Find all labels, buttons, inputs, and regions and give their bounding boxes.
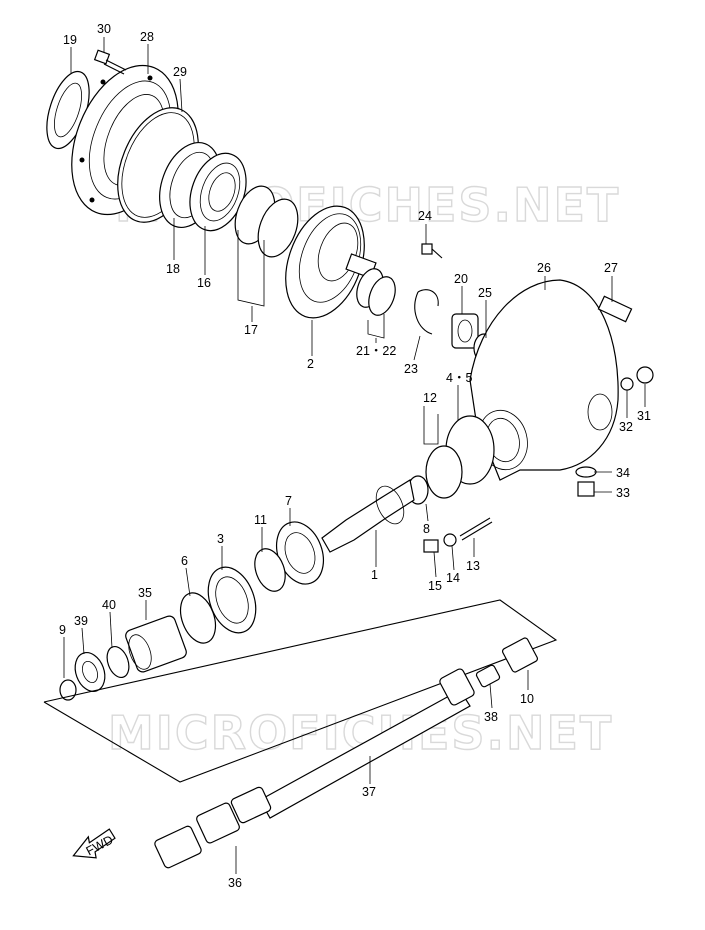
part-36-universal-joint [154, 786, 272, 869]
callout-17: 17 [244, 323, 258, 337]
callout-33: 33 [616, 486, 630, 500]
callout-3: 3 [217, 532, 224, 546]
part-39-seal [74, 652, 106, 692]
callout-34: 34 [616, 466, 630, 480]
callout-28: 28 [140, 30, 154, 44]
callout-27: 27 [604, 261, 618, 275]
fwd-arrow-icon: FWD [72, 828, 116, 859]
part-31-plug [636, 366, 654, 384]
callout-14: 14 [446, 571, 460, 585]
part-23-retainer [414, 289, 439, 335]
callout-10: 10 [520, 692, 534, 706]
callout-24: 24 [418, 209, 432, 223]
callout-37: 37 [362, 785, 376, 799]
callout-38: 38 [484, 710, 498, 724]
part-1-drive-pinion [321, 479, 415, 553]
part-30-bolt [93, 49, 127, 75]
callout-9: 9 [59, 623, 66, 637]
callout-18: 18 [166, 262, 180, 276]
part-35-coupling [125, 615, 187, 673]
part-40-circlip [106, 645, 130, 679]
callout-1: 1 [371, 568, 378, 582]
part-21-22-shim [356, 268, 396, 316]
part-34-washer [575, 466, 597, 478]
callout-20: 20 [454, 272, 468, 286]
callout-25: 25 [478, 286, 492, 300]
callout-4-5: 4・5 [446, 371, 472, 385]
part-14-washer [443, 533, 457, 547]
part-27-breather [597, 295, 633, 323]
callout-7: 7 [285, 494, 292, 508]
part-13-stud [459, 517, 493, 541]
part-33-drain-plug [577, 481, 595, 497]
part-11-spacer [254, 548, 286, 592]
callout-30: 30 [97, 22, 111, 36]
part-3-bearing-housing [207, 566, 257, 634]
callout-labels: 19 30 28 29 18 16 17 24 2 21・22 20 25 23… [59, 22, 651, 890]
part-10-coupling-nut [501, 637, 539, 673]
part-6-o-ring [179, 592, 217, 644]
part-16-bearing [189, 152, 247, 232]
part-38-spring [475, 664, 501, 688]
callout-40: 40 [102, 598, 116, 612]
part-17-circlip-pair [234, 185, 299, 258]
callout-11: 11 [254, 513, 267, 527]
callout-36: 36 [228, 876, 242, 890]
leader-lines [63, 37, 646, 874]
callout-26: 26 [537, 261, 551, 275]
callout-29: 29 [173, 65, 187, 79]
part-24-bolt [421, 243, 443, 259]
callout-16: 16 [197, 276, 211, 290]
callout-12: 12 [423, 391, 437, 405]
callout-2: 2 [307, 357, 314, 371]
callout-8: 8 [423, 522, 430, 536]
callout-13: 13 [466, 559, 480, 573]
callout-32: 32 [619, 420, 633, 434]
part-4-5-shim [425, 445, 463, 499]
callout-35: 35 [138, 586, 152, 600]
callout-6: 6 [181, 554, 188, 568]
propeller-shaft-panel [43, 599, 558, 783]
part-32-gasket [620, 377, 634, 391]
callout-23: 23 [404, 362, 418, 376]
part-9-washer [59, 679, 77, 701]
callout-19: 19 [63, 33, 77, 47]
callout-31: 31 [637, 409, 651, 423]
part-15-nut [423, 539, 439, 553]
part-2-ring-gear [285, 205, 377, 319]
callout-39: 39 [74, 614, 88, 628]
callout-15: 15 [428, 579, 442, 593]
part-26-gear-case [469, 279, 619, 481]
part-20-bearing [451, 313, 479, 349]
part-7-bearing [276, 521, 324, 585]
callout-21-22: 21・22 [356, 344, 396, 358]
